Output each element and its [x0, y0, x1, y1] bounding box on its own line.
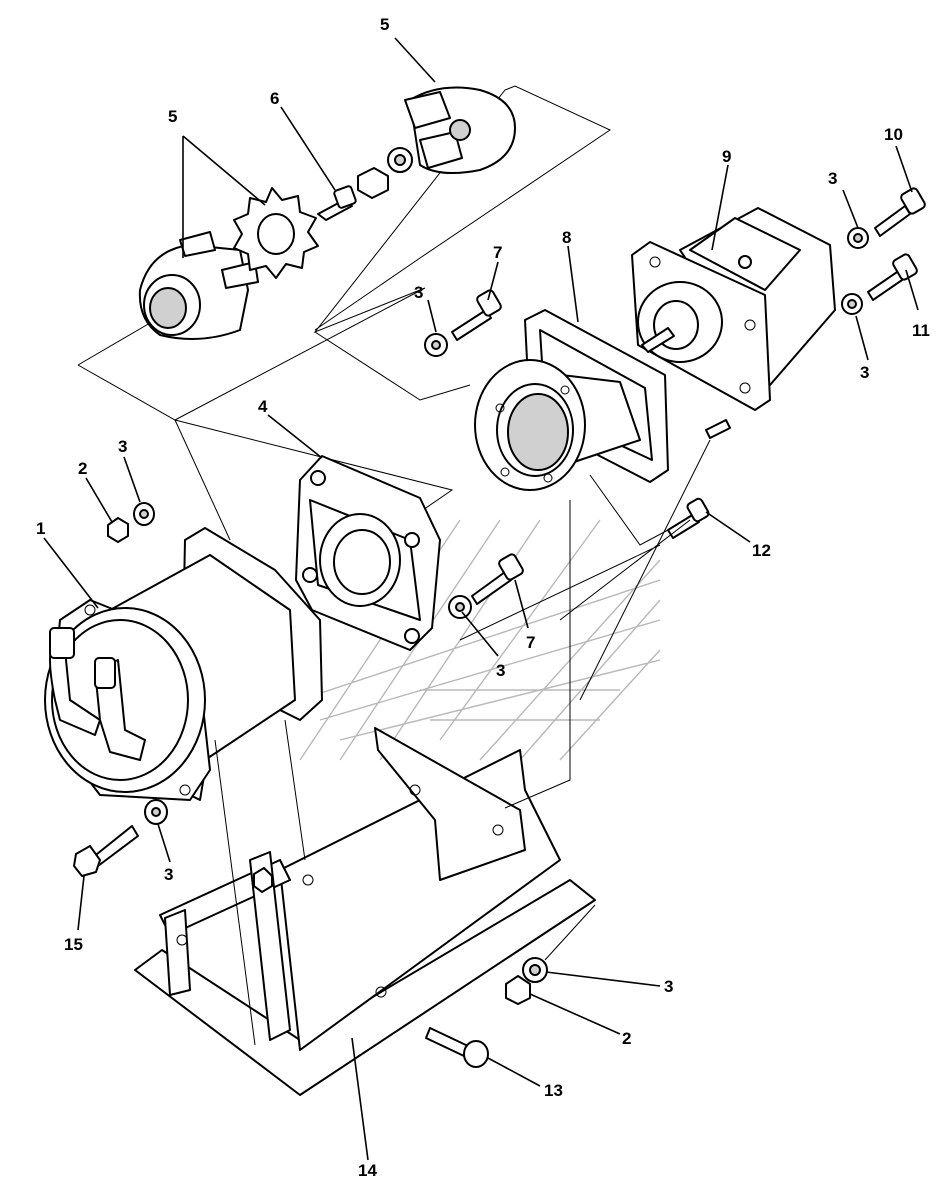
callout-7-upper: 7	[493, 243, 502, 262]
coupling-hub-right	[404, 86, 516, 175]
coupling-spider	[233, 187, 319, 279]
callout-5-top: 5	[380, 15, 389, 34]
callout-15: 15	[64, 935, 83, 954]
callout-3-motor-bottom: 3	[164, 865, 173, 884]
callout-13: 13	[544, 1081, 563, 1100]
callout-3-pump-top: 3	[828, 169, 837, 188]
callout-1: 1	[36, 519, 45, 538]
callout-12: 12	[752, 541, 771, 560]
callout-6: 6	[270, 89, 279, 108]
electric-motor	[44, 527, 323, 801]
callout-3-bolt-upper: 3	[414, 283, 423, 302]
bolt-15	[73, 799, 168, 877]
callout-14: 14	[358, 1161, 377, 1180]
callout-2-motor: 2	[78, 459, 87, 478]
callout-3-lower-bolt: 3	[496, 661, 505, 680]
screw-12	[667, 497, 710, 539]
callout-11: 11	[912, 321, 930, 340]
set-screw	[317, 147, 413, 221]
adapter-flange	[474, 309, 669, 491]
callout-labels: 5 5 6 7 8 9 10 3 3 11 3 4 3 2 1 12 7 3 3…	[36, 15, 930, 1180]
motor-nut-washer	[107, 502, 155, 543]
bracket-nut-washer	[505, 957, 548, 1005]
mounting-bracket	[134, 727, 596, 1096]
callout-3-motor-top: 3	[118, 437, 127, 456]
bolt-13	[425, 1027, 489, 1068]
leader-lines	[43, 37, 919, 1161]
hydraulic-pump	[631, 207, 836, 439]
callout-7-lower: 7	[526, 633, 535, 652]
callout-10: 10	[884, 125, 903, 144]
callout-9: 9	[722, 147, 731, 166]
callout-3-bracket: 3	[664, 977, 673, 996]
coupling-hub-left	[138, 231, 259, 340]
lower-bolt-7	[448, 553, 524, 619]
callout-5-left: 5	[168, 107, 177, 126]
upper-bolt-7	[424, 289, 502, 357]
coupling-group-frame	[77, 85, 612, 541]
callout-2-bracket: 2	[622, 1029, 631, 1048]
pump-bolts	[841, 187, 926, 315]
callout-8: 8	[562, 228, 571, 247]
assembly-lines	[214, 439, 711, 1046]
callout-3-pump-bottom: 3	[860, 363, 869, 382]
bell-housing	[295, 455, 441, 651]
callout-4: 4	[258, 397, 268, 416]
